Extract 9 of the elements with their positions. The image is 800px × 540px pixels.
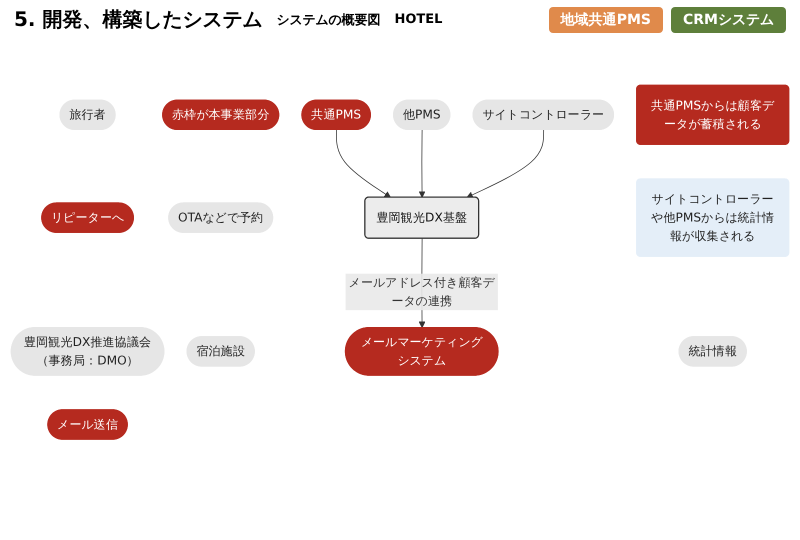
- legend-tag: 地域共通PMS: [548, 6, 663, 32]
- arrow: [466, 129, 544, 198]
- arrow: [336, 129, 391, 198]
- page-title: 5. 開発、構築したシステム: [14, 6, 262, 33]
- edge-label: メールアドレス付き顧客データの連携: [348, 274, 495, 308]
- note-label: HOTEL: [394, 12, 442, 27]
- note-label: システムの概要図: [276, 12, 380, 28]
- arrow: [418, 129, 426, 198]
- legend-tag: CRMシステム: [671, 6, 786, 32]
